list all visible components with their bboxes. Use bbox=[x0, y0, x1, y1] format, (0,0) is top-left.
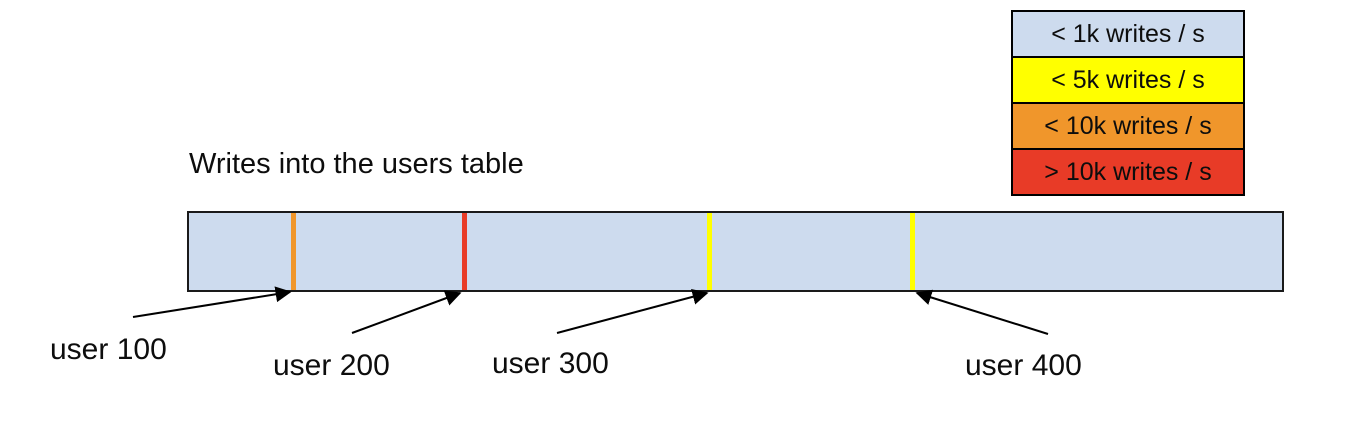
users-table-bar bbox=[187, 211, 1284, 292]
legend-item-gt-10k: > 10k writes / s bbox=[1011, 148, 1245, 196]
arrow-user-400 bbox=[915, 289, 1049, 335]
legend-item-lt-1k: < 1k writes / s bbox=[1011, 10, 1245, 58]
user-400-label: user 400 bbox=[965, 349, 1082, 382]
write-hotspot-stripe-user-200 bbox=[462, 213, 467, 290]
diagram-title: Writes into the users table bbox=[189, 148, 524, 180]
user-100-label: user 100 bbox=[50, 333, 167, 366]
write-hotspot-stripe-user-400 bbox=[910, 213, 915, 290]
legend: < 1k writes / s < 5k writes / s < 10k wr… bbox=[1011, 10, 1245, 196]
user-200-label: user 200 bbox=[273, 349, 390, 382]
write-hotspot-stripe-user-100 bbox=[291, 213, 296, 290]
legend-item-lt-10k: < 10k writes / s bbox=[1011, 102, 1245, 150]
legend-item-lt-5k: < 5k writes / s bbox=[1011, 56, 1245, 104]
user-300-label: user 300 bbox=[492, 347, 609, 380]
arrow-user-200 bbox=[351, 290, 462, 334]
arrow-user-100 bbox=[132, 286, 292, 318]
arrow-user-300 bbox=[556, 288, 709, 334]
write-hotspot-stripe-user-300 bbox=[707, 213, 712, 290]
